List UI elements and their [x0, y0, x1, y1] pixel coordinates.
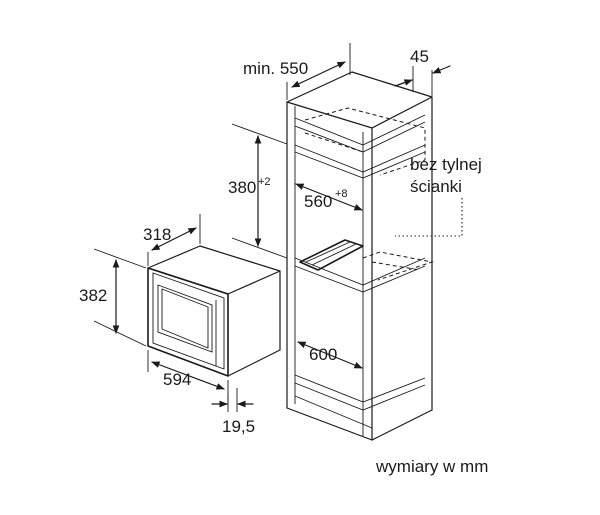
cabinet-bottom-side: [371, 409, 433, 441]
dim-niche-width: 560 +8: [295, 183, 363, 211]
dim-depth-318: 318: [143, 214, 201, 266]
dim-label-380: 380: [228, 178, 256, 197]
niche-shelf-back: [294, 265, 426, 293]
dim-arrow-left: [394, 79, 413, 87]
note-leader: [395, 198, 463, 237]
upper-shelf-front: [294, 114, 426, 146]
ext-line-bottom: [93, 320, 147, 347]
dim-label-600: 600: [309, 345, 337, 364]
dim-arrow: [151, 361, 225, 390]
no-back-wall-note: bez tylnej ścianki: [395, 155, 482, 237]
dim-cabinet-width: min. 550: [243, 43, 351, 100]
dim-arrow-right: [432, 65, 451, 74]
dim-label-594: 594: [163, 370, 191, 389]
dim-arrow: [291, 61, 346, 88]
dim-arrow: [151, 227, 197, 251]
ext-line-bottom: [231, 237, 288, 259]
dim-height-382: 382: [79, 248, 147, 347]
vent-strip: [299, 239, 364, 271]
tall-cabinet: [286, 71, 434, 441]
dim-width-594: 594: [147, 350, 229, 402]
dim-depth-600: 600: [297, 341, 363, 369]
lower-hidden-edges: [362, 251, 434, 281]
dim-offset-45: 45: [394, 47, 451, 96]
dim-arrow: [295, 183, 363, 211]
lower-floor-front: [294, 374, 426, 403]
microwave-top: [147, 245, 281, 295]
dim-niche-height: 380 +2: [228, 123, 288, 259]
note-line-2: ścianki: [410, 177, 462, 196]
upper-niche-floor-lower: [294, 151, 426, 179]
dim-frame-19-5: 19,5: [211, 388, 255, 436]
dim-label-560: 560: [304, 192, 332, 211]
microwave-window: [157, 284, 213, 353]
ext-line-top: [93, 248, 147, 269]
dim-label-382: 382: [79, 286, 107, 305]
cabinet-bottom-front: [286, 407, 373, 441]
upper-hidden-shelf: [304, 132, 364, 153]
dim-label-560-tol: +8: [335, 188, 348, 200]
dim-label-19-5: 19,5: [222, 417, 255, 436]
vent-strip-line-1: [305, 241, 351, 263]
ext-line-top: [231, 123, 288, 145]
microwave-appliance: [147, 245, 281, 377]
upper-shelf-back: [294, 121, 426, 153]
dim-label-318: 318: [143, 225, 171, 244]
microwave-window-inner: [161, 288, 209, 349]
microwave-side-bottom: [227, 349, 281, 377]
note-line-1: bez tylnej: [410, 155, 482, 174]
upper-hidden-edges: [304, 107, 426, 176]
plinth-line: [294, 395, 373, 429]
dim-label-min-550: min. 550: [243, 59, 308, 78]
dim-arrow: [297, 341, 363, 369]
niche-shelf-front: [294, 257, 426, 286]
dim-label-45: 45: [410, 47, 429, 66]
upper-niche-floor: [294, 144, 426, 173]
dim-label-380-tol: +2: [258, 176, 271, 188]
units-note: wymiary w mm: [375, 457, 488, 476]
lower-floor-back: [294, 382, 426, 411]
vent-strip-line-2: [311, 243, 357, 266]
lower-hidden-shelf: [371, 261, 421, 271]
